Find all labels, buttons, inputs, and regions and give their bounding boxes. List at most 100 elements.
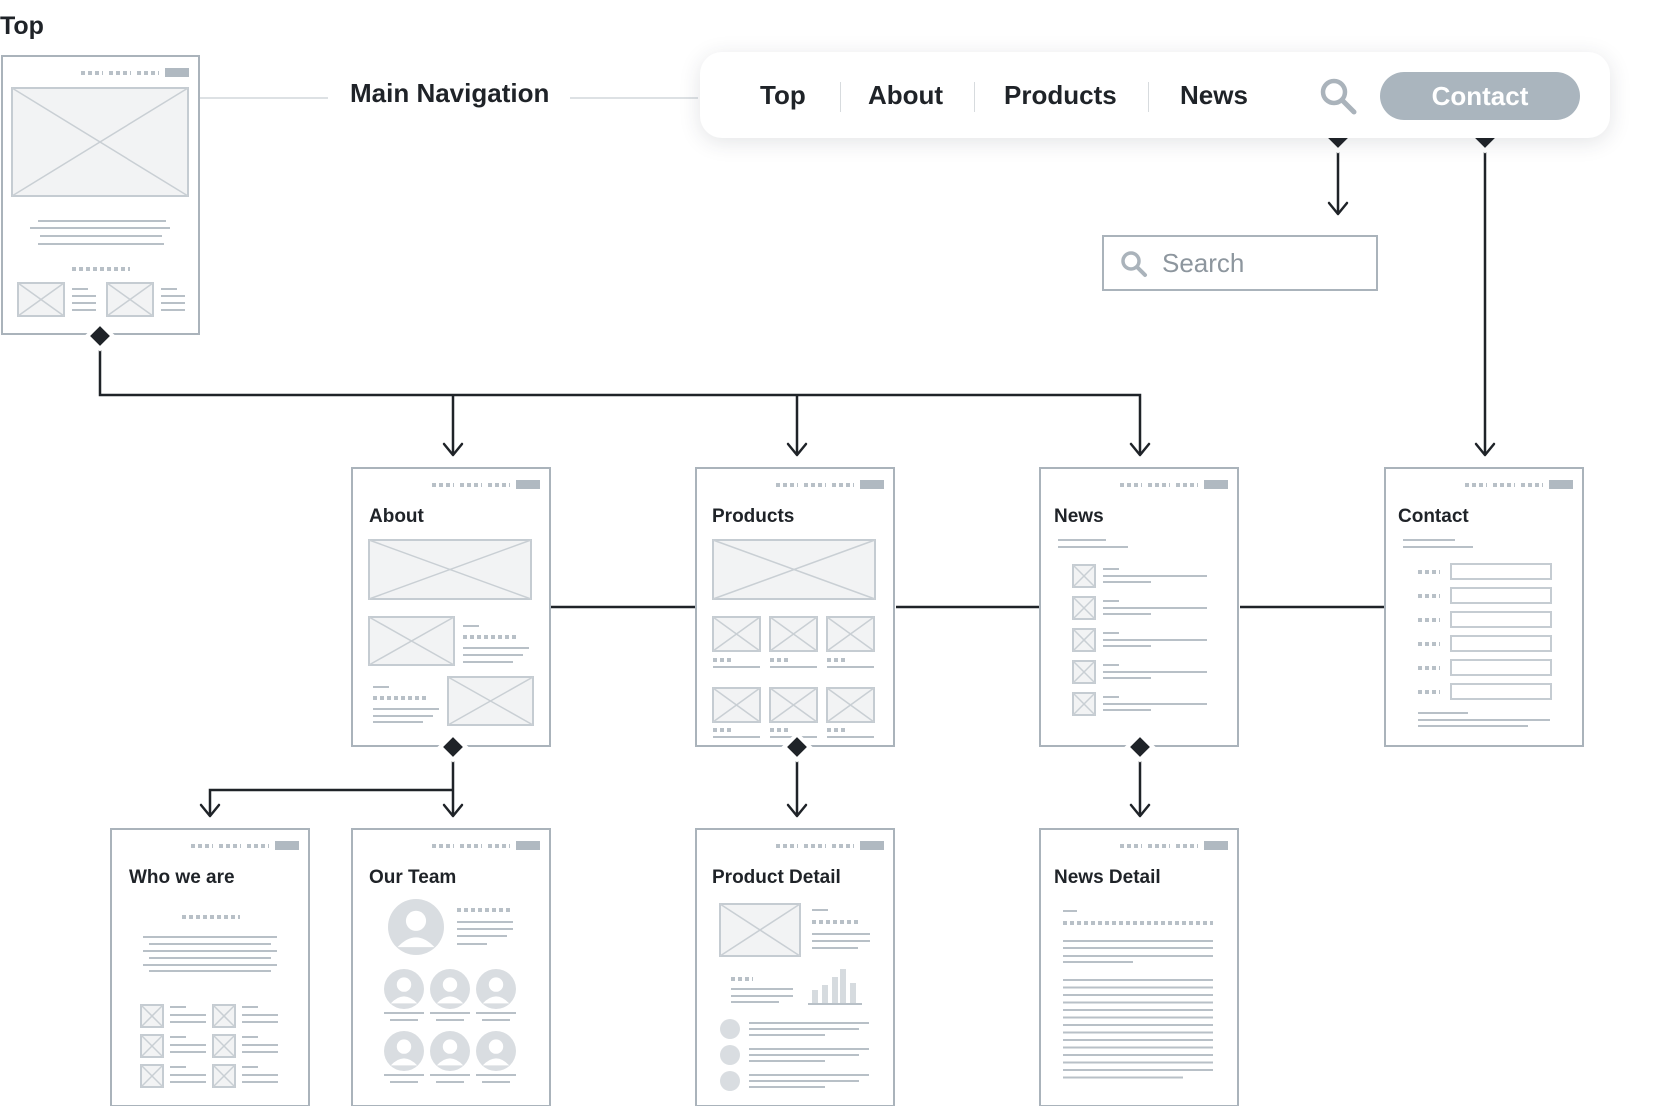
header-tag xyxy=(1204,841,1228,850)
search-input[interactable] xyxy=(1162,245,1362,281)
arrow-head xyxy=(786,442,808,457)
arrow-head xyxy=(1129,442,1151,457)
page-title-product-detail: Product Detail xyxy=(712,867,841,888)
arrow-head xyxy=(1129,803,1151,818)
bullet-placeholder xyxy=(720,1019,740,1039)
avatar-body xyxy=(482,1058,510,1066)
page-title-products: Products xyxy=(712,506,795,527)
connector-node xyxy=(84,320,116,352)
header-tag xyxy=(275,841,299,850)
placeholder-line xyxy=(212,1064,236,1088)
placeholder-line xyxy=(769,616,818,652)
arrow-head xyxy=(1474,442,1496,457)
placeholder-line xyxy=(1072,692,1096,716)
header-tag xyxy=(516,480,540,489)
wireframe-page-products xyxy=(695,467,895,747)
avatar-head xyxy=(488,977,504,992)
page-title-who-we-are: Who we are xyxy=(129,867,235,888)
placeholder-line xyxy=(106,282,154,317)
avatar-body xyxy=(390,996,418,1004)
placeholder-line xyxy=(212,1034,236,1058)
placeholder-line xyxy=(368,616,455,666)
placeholder-line xyxy=(1072,660,1096,684)
search-icon xyxy=(1121,251,1147,277)
nav-item-top[interactable]: Top xyxy=(760,80,806,110)
wireframe-page-news-detail xyxy=(1039,828,1239,1106)
top-page-label: Top xyxy=(0,12,44,40)
main-navigation-label: Main Navigation xyxy=(350,78,550,108)
form-input-placeholder xyxy=(1450,587,1552,604)
arrow-head xyxy=(786,803,808,818)
mini-chart-bar xyxy=(832,977,838,1004)
placeholder-line xyxy=(140,1034,164,1058)
placeholder-line xyxy=(17,282,65,317)
placeholder-line xyxy=(712,539,876,600)
wireframe-page-who-we-are xyxy=(110,828,310,1106)
form-input-placeholder xyxy=(1450,683,1552,700)
header-tag xyxy=(165,68,189,77)
page-title-our-team: Our Team xyxy=(369,867,457,888)
placeholder-line xyxy=(11,87,189,197)
form-input-placeholder xyxy=(1450,635,1552,652)
main-navigation-bar: Top About Products News Contact xyxy=(700,52,1610,138)
placeholder-line xyxy=(712,687,761,723)
wireframe-page-product-detail xyxy=(695,828,895,1106)
avatar-head xyxy=(405,910,427,931)
search-icon[interactable] xyxy=(1318,76,1358,116)
connector-line xyxy=(208,788,453,816)
page-frame xyxy=(110,828,310,1106)
wireframe-page-about xyxy=(351,467,551,747)
nav-item-news[interactable]: News xyxy=(1180,80,1248,110)
avatar-body xyxy=(436,996,464,1004)
arrow-head xyxy=(1327,201,1349,216)
header-tag xyxy=(860,480,884,489)
nav-divider xyxy=(974,82,975,112)
nav-item-about[interactable]: About xyxy=(868,80,944,110)
mini-chart-bar xyxy=(812,990,818,1004)
avatar-head xyxy=(488,1039,504,1054)
header-tag xyxy=(860,841,884,850)
form-input-placeholder xyxy=(1450,611,1552,628)
avatar-head xyxy=(442,1039,458,1054)
page-title-about: About xyxy=(369,506,424,527)
placeholder-line xyxy=(212,1004,236,1028)
wireframe-page-top xyxy=(1,55,200,335)
wireframe-page-contact xyxy=(1384,467,1584,747)
header-tag xyxy=(516,841,540,850)
connector-node xyxy=(781,731,813,763)
arrow-head xyxy=(442,803,464,818)
connector-node xyxy=(437,731,469,763)
avatar-head xyxy=(396,1039,412,1054)
avatar-body xyxy=(436,1058,464,1066)
placeholder-line xyxy=(1072,564,1096,588)
connector-line xyxy=(98,340,1142,455)
header-tag xyxy=(1204,480,1228,489)
placeholder-line xyxy=(368,539,532,600)
form-input-placeholder xyxy=(1450,659,1552,676)
arrow-head xyxy=(442,442,464,457)
placeholder-line xyxy=(447,676,534,726)
wireframe-page-news xyxy=(1039,467,1239,747)
connector-node xyxy=(1124,731,1156,763)
placeholder-line xyxy=(719,903,801,957)
avatar-body xyxy=(482,996,510,1004)
placeholder-line xyxy=(140,1004,164,1028)
mini-chart-bar xyxy=(840,969,846,1004)
page-title-news: News xyxy=(1054,506,1104,527)
placeholder-line xyxy=(826,616,875,652)
mini-chart-bar xyxy=(850,983,856,1004)
page-frame xyxy=(1039,828,1239,1106)
header-tag xyxy=(1549,480,1573,489)
form-input-placeholder xyxy=(1450,563,1552,580)
nav-divider xyxy=(1148,82,1149,112)
nav-item-products[interactable]: Products xyxy=(1004,80,1117,110)
avatar-head xyxy=(442,977,458,992)
avatar-body xyxy=(397,937,435,948)
contact-button[interactable]: Contact xyxy=(1380,72,1580,120)
placeholder-line xyxy=(712,616,761,652)
bullet-placeholder xyxy=(720,1071,740,1091)
placeholder-line xyxy=(140,1064,164,1088)
search-field[interactable] xyxy=(1102,235,1378,291)
nav-divider xyxy=(840,82,841,112)
